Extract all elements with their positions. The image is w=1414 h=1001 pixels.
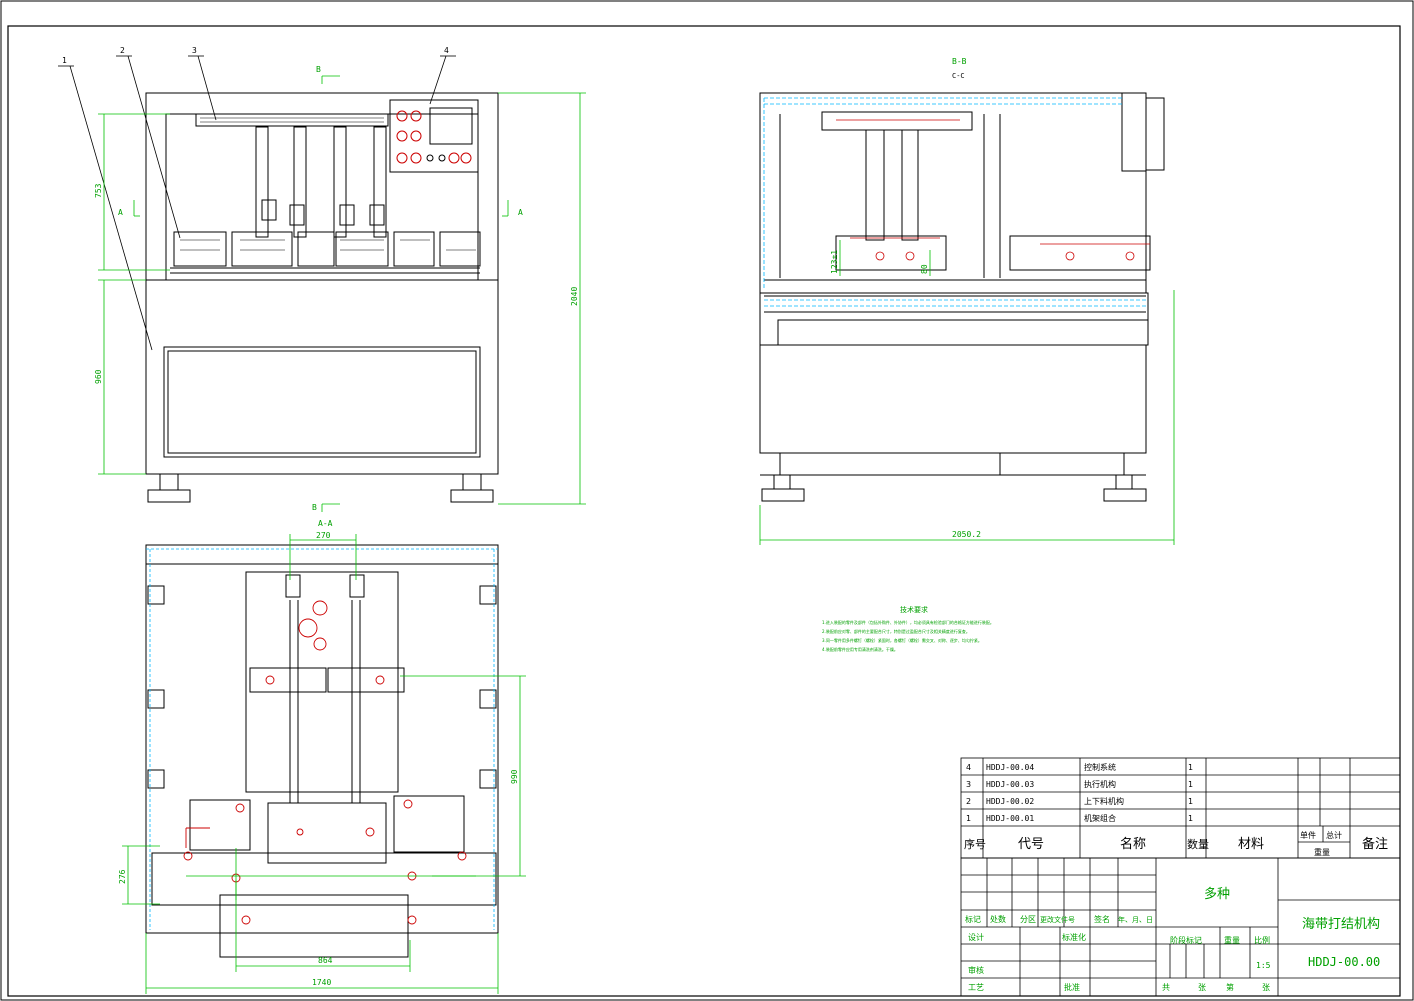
tb-zone: 分区 <box>1020 915 1036 924</box>
title-block-values: 多种 海带打结机构 HDDJ-00.00 1:5 <box>1204 886 1380 970</box>
scale-value: 1:5 <box>1256 961 1271 970</box>
tb-process: 工艺 <box>968 983 984 992</box>
product-name: 海带打结机构 <box>1302 917 1380 932</box>
tb-scale: 比例 <box>1254 935 1270 945</box>
bom-qty: 1 <box>1188 763 1193 772</box>
callout-leaders <box>58 55 456 351</box>
side-view-title: B-B <box>952 57 967 66</box>
bom-rows: 4 HDDJ-00.04 控制系统 1 3 HDDJ-00.03 执行机构 1 … <box>966 762 1193 823</box>
bom-code: HDDJ-00.02 <box>986 797 1034 806</box>
bom-header-qty: 数量 <box>1187 838 1209 851</box>
bom-no: 3 <box>966 780 971 789</box>
tb-approve: 批准 <box>1064 982 1080 992</box>
bom-code: HDDJ-00.01 <box>986 814 1034 823</box>
bom-no: 2 <box>966 797 971 806</box>
front-view-details <box>180 117 476 251</box>
bom-header: 序号 代号 名称 数量 材料 单件 总计 重量 备注 <box>964 830 1388 857</box>
dim-80: 80 <box>920 264 929 274</box>
section-a-right: A <box>518 208 523 217</box>
tech-note-2: 2.装配前应对零、部件的主要配合尺寸，特别是过盈配合尺寸及相关精度进行复查。 <box>822 628 970 634</box>
tech-note-1: 1.进入装配的零件及部件（包括外购件、外协件），均必须具有检验部门的合格证方能进… <box>822 619 994 625</box>
tb-sheets: 张 <box>1198 983 1206 992</box>
tech-note-4: 4.装配前零件应用专用清洗剂清洗。干燥。 <box>822 646 898 652</box>
bom-header-material: 材料 <box>1238 837 1264 852</box>
dim-753: 753 <box>94 183 103 198</box>
dim-123: 123±1 <box>830 250 839 274</box>
bom-name: 控制系统 <box>1084 762 1116 772</box>
tech-notes: 技术要求 1.进入装配的零件及部件（包括外购件、外协件），均必须具有检验部门的合… <box>822 605 994 652</box>
bom-code: HDDJ-00.03 <box>986 780 1034 789</box>
top-view-title: A-A <box>318 519 333 528</box>
bom-header-weight: 重量 <box>1314 847 1330 857</box>
side-view <box>759 92 1165 502</box>
callout-labels: 1 2 3 4 <box>62 46 449 65</box>
tech-notes-title: 技术要求 <box>900 605 928 614</box>
callout-3: 3 <box>192 46 197 55</box>
side-view-subtitle: C-C <box>952 72 965 80</box>
bom-name: 机架组合 <box>1084 813 1116 823</box>
bom-code: HDDJ-00.04 <box>986 763 1034 772</box>
section-a-left: A <box>118 208 123 217</box>
section-b-bottom: B <box>312 503 317 512</box>
title-block-labels: 标记 处数 分区 更改文件号 签名 年、月、日 设计 标准化 阶段标记 重量 比… <box>965 914 1270 992</box>
tb-design: 设计 <box>968 932 984 942</box>
bom-header-unit: 单件 <box>1300 830 1316 840</box>
callout-2: 2 <box>120 46 125 55</box>
top-view <box>145 544 499 958</box>
tb-review: 审核 <box>968 965 984 975</box>
bom-qty: 1 <box>1188 797 1193 806</box>
side-view-text: B-B C-C 123±1 80 2050.2 <box>830 57 981 539</box>
bom-name: 执行机构 <box>1084 779 1116 789</box>
callout-1: 1 <box>62 56 67 65</box>
tb-weight: 重量 <box>1224 935 1240 945</box>
bom-qty: 1 <box>1188 780 1193 789</box>
tb-date: 年、月、日 <box>1118 915 1153 924</box>
drawing-number: HDDJ-00.00 <box>1308 955 1380 969</box>
dim-2050: 2050.2 <box>952 530 981 539</box>
inner-frame <box>7 25 1401 997</box>
top-view-red-parts <box>183 600 467 925</box>
tb-sheet: 张 <box>1262 983 1270 992</box>
dim-864: 864 <box>318 956 333 965</box>
tb-mark: 标记 <box>965 914 981 924</box>
front-view-dim-text: 753 960 2040 A A B B <box>94 65 579 512</box>
dim-990: 990 <box>510 769 519 784</box>
tb-sign: 签名 <box>1094 914 1110 924</box>
bom-header-code: 代号 <box>1018 837 1044 852</box>
title-block-grid <box>960 857 1401 997</box>
section-b-top: B <box>316 65 321 74</box>
material-value: 多种 <box>1204 886 1230 902</box>
side-view-red-parts <box>836 119 1150 261</box>
front-view-dimensions <box>98 75 586 512</box>
bom-header-remark: 备注 <box>1362 836 1388 852</box>
tb-standard: 标准化 <box>1062 932 1086 942</box>
tb-stage: 阶段标记 <box>1170 935 1202 945</box>
bom-no: 4 <box>966 763 971 772</box>
tech-note-3: 3.同一零件用多件螺钉（螺栓）紧固时，各螺钉（螺栓）需交叉、对称、逐步、均匀拧紧… <box>822 637 982 643</box>
callout-4: 4 <box>444 46 449 55</box>
top-view-hidden-lines <box>146 548 498 930</box>
bom-name: 上下料机构 <box>1084 796 1124 806</box>
bom-header-no: 序号 <box>964 837 986 851</box>
front-view <box>145 92 499 503</box>
dim-2040: 2040 <box>570 287 579 306</box>
dim-1740: 1740 <box>312 978 331 987</box>
top-view-dimensions <box>122 534 526 994</box>
dim-960: 960 <box>94 369 103 384</box>
bom-header-name: 名称 <box>1120 836 1146 852</box>
tb-change-doc: 更改文件号 <box>1040 915 1075 924</box>
bom-header-total: 总计 <box>1326 830 1342 840</box>
bom-no: 1 <box>966 814 971 823</box>
tb-count: 处数 <box>990 914 1006 924</box>
top-view-text: A-A 270 990 276 864 1740 <box>118 519 519 987</box>
bom-qty: 1 <box>1188 814 1193 823</box>
side-view-dimensions <box>759 240 1175 545</box>
tb-page: 第 <box>1226 982 1234 992</box>
dim-270: 270 <box>316 531 331 540</box>
tb-total: 共 <box>1162 983 1170 992</box>
side-view-hidden-lines <box>763 97 1146 307</box>
dim-276: 276 <box>118 869 127 884</box>
